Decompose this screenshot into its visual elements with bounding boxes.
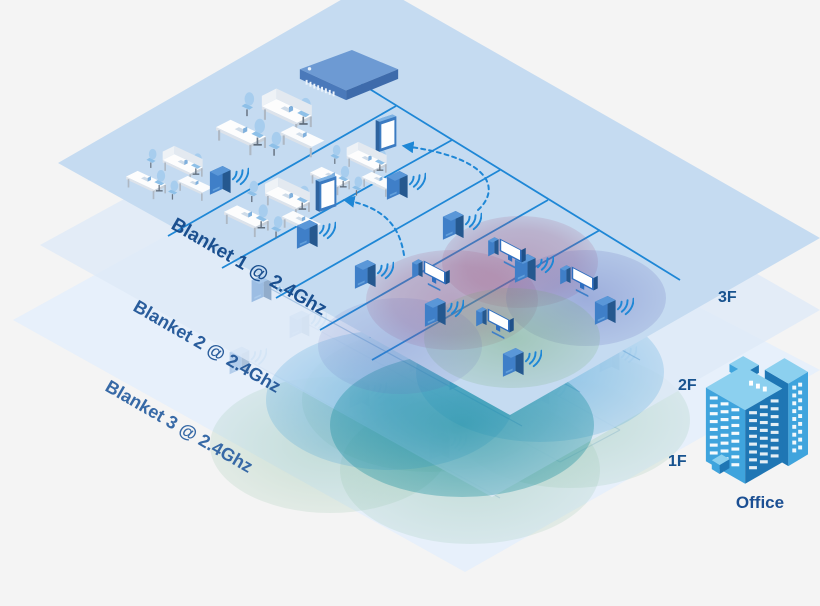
tablet-device[interactable] <box>375 114 397 152</box>
roaming-handoff-arrow-group <box>342 141 490 256</box>
roaming-handoff-arrow <box>401 141 490 211</box>
office-building-label: Office <box>736 493 784 512</box>
floor-label-3f: 3F <box>718 289 737 306</box>
floor-label-1f: 1F <box>668 453 687 470</box>
floor-label-2f: 2F <box>678 377 697 394</box>
tablet-device[interactable] <box>315 174 337 212</box>
roaming-handoff-arrow <box>342 195 405 256</box>
